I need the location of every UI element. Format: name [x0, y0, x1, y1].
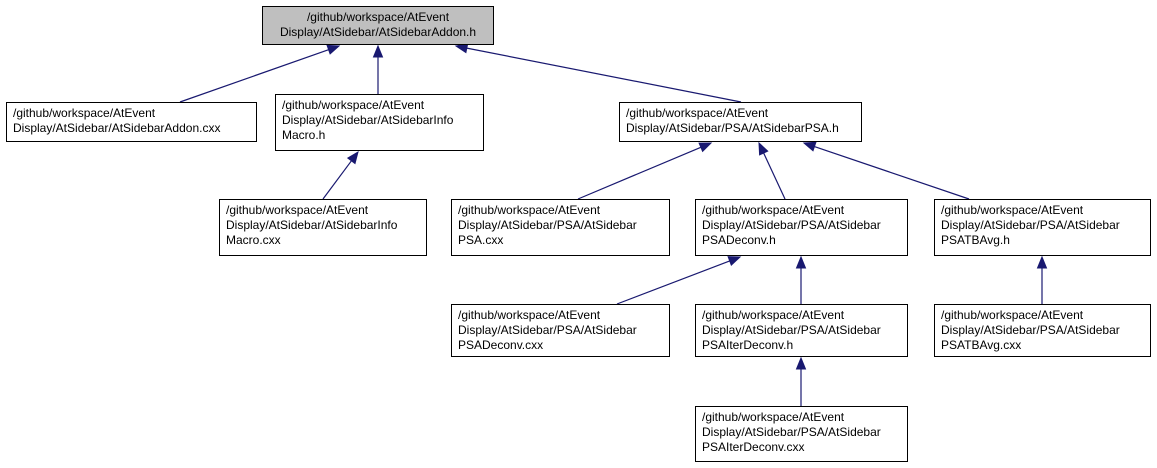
edge-arrowhead — [454, 43, 469, 54]
node-label-line: Display/AtSidebar/AtSidebarAddon.h — [279, 25, 477, 39]
node-label-line: /github/workspace/AtEvent — [702, 410, 845, 424]
node-label-line: Macro.cxx — [226, 233, 281, 247]
graph-node-root[interactable]: /github/workspace/AtEvent Display/AtSide… — [262, 6, 494, 45]
node-label-line: /github/workspace/AtEvent — [702, 308, 845, 322]
graph-node[interactable]: /github/workspace/AtEvent Display/AtSide… — [695, 199, 908, 256]
node-label-line: Display/AtSidebar/AtSidebarAddon.cxx — [13, 121, 221, 135]
node-label-line: PSAIterDeconv.cxx — [702, 440, 805, 454]
edge-arrowhead — [758, 141, 769, 156]
edge-arrowhead — [372, 44, 384, 58]
edge-line — [763, 152, 786, 200]
graph-node[interactable]: /github/workspace/AtEvent Display/AtSide… — [451, 199, 670, 256]
node-label-line: PSADeconv.h — [702, 233, 776, 247]
edge-line — [466, 47, 742, 103]
node-label-line: Display/AtSidebar/PSA/AtSidebar — [941, 218, 1120, 232]
edge-arrowhead — [346, 150, 359, 165]
node-label-line: PSA.cxx — [458, 233, 504, 247]
node-label-line: PSATBAvg.h — [941, 233, 1010, 247]
graph-node[interactable]: /github/workspace/AtEvent Display/AtSide… — [275, 94, 484, 151]
graph-node[interactable]: /github/workspace/AtEvent Display/AtSide… — [934, 199, 1151, 256]
graph-node[interactable]: /github/workspace/AtEvent Display/AtSide… — [451, 304, 670, 357]
node-label-line: /github/workspace/AtEvent — [13, 106, 156, 120]
node-label-line: Display/AtSidebar/PSA/AtSidebar — [702, 425, 881, 439]
edge-line — [179, 49, 329, 103]
edge-arrowhead — [727, 256, 742, 266]
node-label-line: /github/workspace/AtEvent — [941, 203, 1084, 217]
edge-arrowhead — [795, 356, 807, 370]
node-label-line: Display/AtSidebar/PSA/AtSidebarPSA.h — [626, 121, 839, 135]
node-label-line: Display/AtSidebar/PSA/AtSidebar — [458, 323, 637, 337]
edge-line — [814, 145, 970, 200]
graph-node[interactable]: /github/workspace/AtEvent Display/AtSide… — [934, 304, 1151, 357]
edge-arrowhead — [326, 44, 341, 55]
graph-node[interactable]: /github/workspace/AtEvent Display/AtSide… — [619, 102, 862, 142]
graph-node[interactable]: /github/workspace/AtEvent Display/AtSide… — [695, 406, 908, 462]
graph-node[interactable]: /github/workspace/AtEvent Display/AtSide… — [695, 304, 908, 357]
node-label-line: Display/AtSidebar/AtSidebarInfo — [226, 218, 398, 232]
node-label-line: /github/workspace/AtEvent — [941, 308, 1084, 322]
node-label-line: /github/workspace/AtEvent — [702, 203, 845, 217]
node-label-line: Display/AtSidebar/PSA/AtSidebar — [458, 218, 637, 232]
node-label-line: /github/workspace/AtEvent — [226, 203, 369, 217]
node-label-line: Display/AtSidebar/PSA/AtSidebar — [702, 323, 881, 337]
edge-arrowhead — [698, 142, 713, 153]
edge-line — [322, 160, 352, 200]
node-label-line: PSADeconv.cxx — [458, 338, 544, 352]
node-label-line: Display/AtSidebar/AtSidebarInfo — [282, 113, 454, 127]
node-label-line: PSATBAvg.cxx — [941, 338, 1022, 352]
node-label-line: Display/AtSidebar/PSA/AtSidebar — [941, 323, 1120, 337]
node-label-line: /github/workspace/AtEvent — [458, 203, 601, 217]
edge-arrowhead — [1036, 255, 1048, 269]
node-label-line: /github/workspace/AtEvent — [282, 98, 425, 112]
edge-line — [577, 146, 702, 200]
node-label-line: /github/workspace/AtEvent — [626, 106, 769, 120]
node-label-line: PSAIterDeconv.h — [702, 338, 794, 352]
edge-arrowhead — [795, 255, 807, 269]
graph-node[interactable]: /github/workspace/AtEvent Display/AtSide… — [219, 199, 427, 256]
node-label-line: Display/AtSidebar/PSA/AtSidebar — [702, 218, 881, 232]
edge-line — [616, 260, 730, 305]
node-label-line: /github/workspace/AtEvent — [306, 10, 450, 24]
node-label-line: Macro.h — [282, 128, 326, 142]
graph-node[interactable]: /github/workspace/AtEvent Display/AtSide… — [6, 102, 257, 142]
edge-arrowhead — [802, 141, 817, 152]
node-label-line: /github/workspace/AtEvent — [458, 308, 601, 322]
